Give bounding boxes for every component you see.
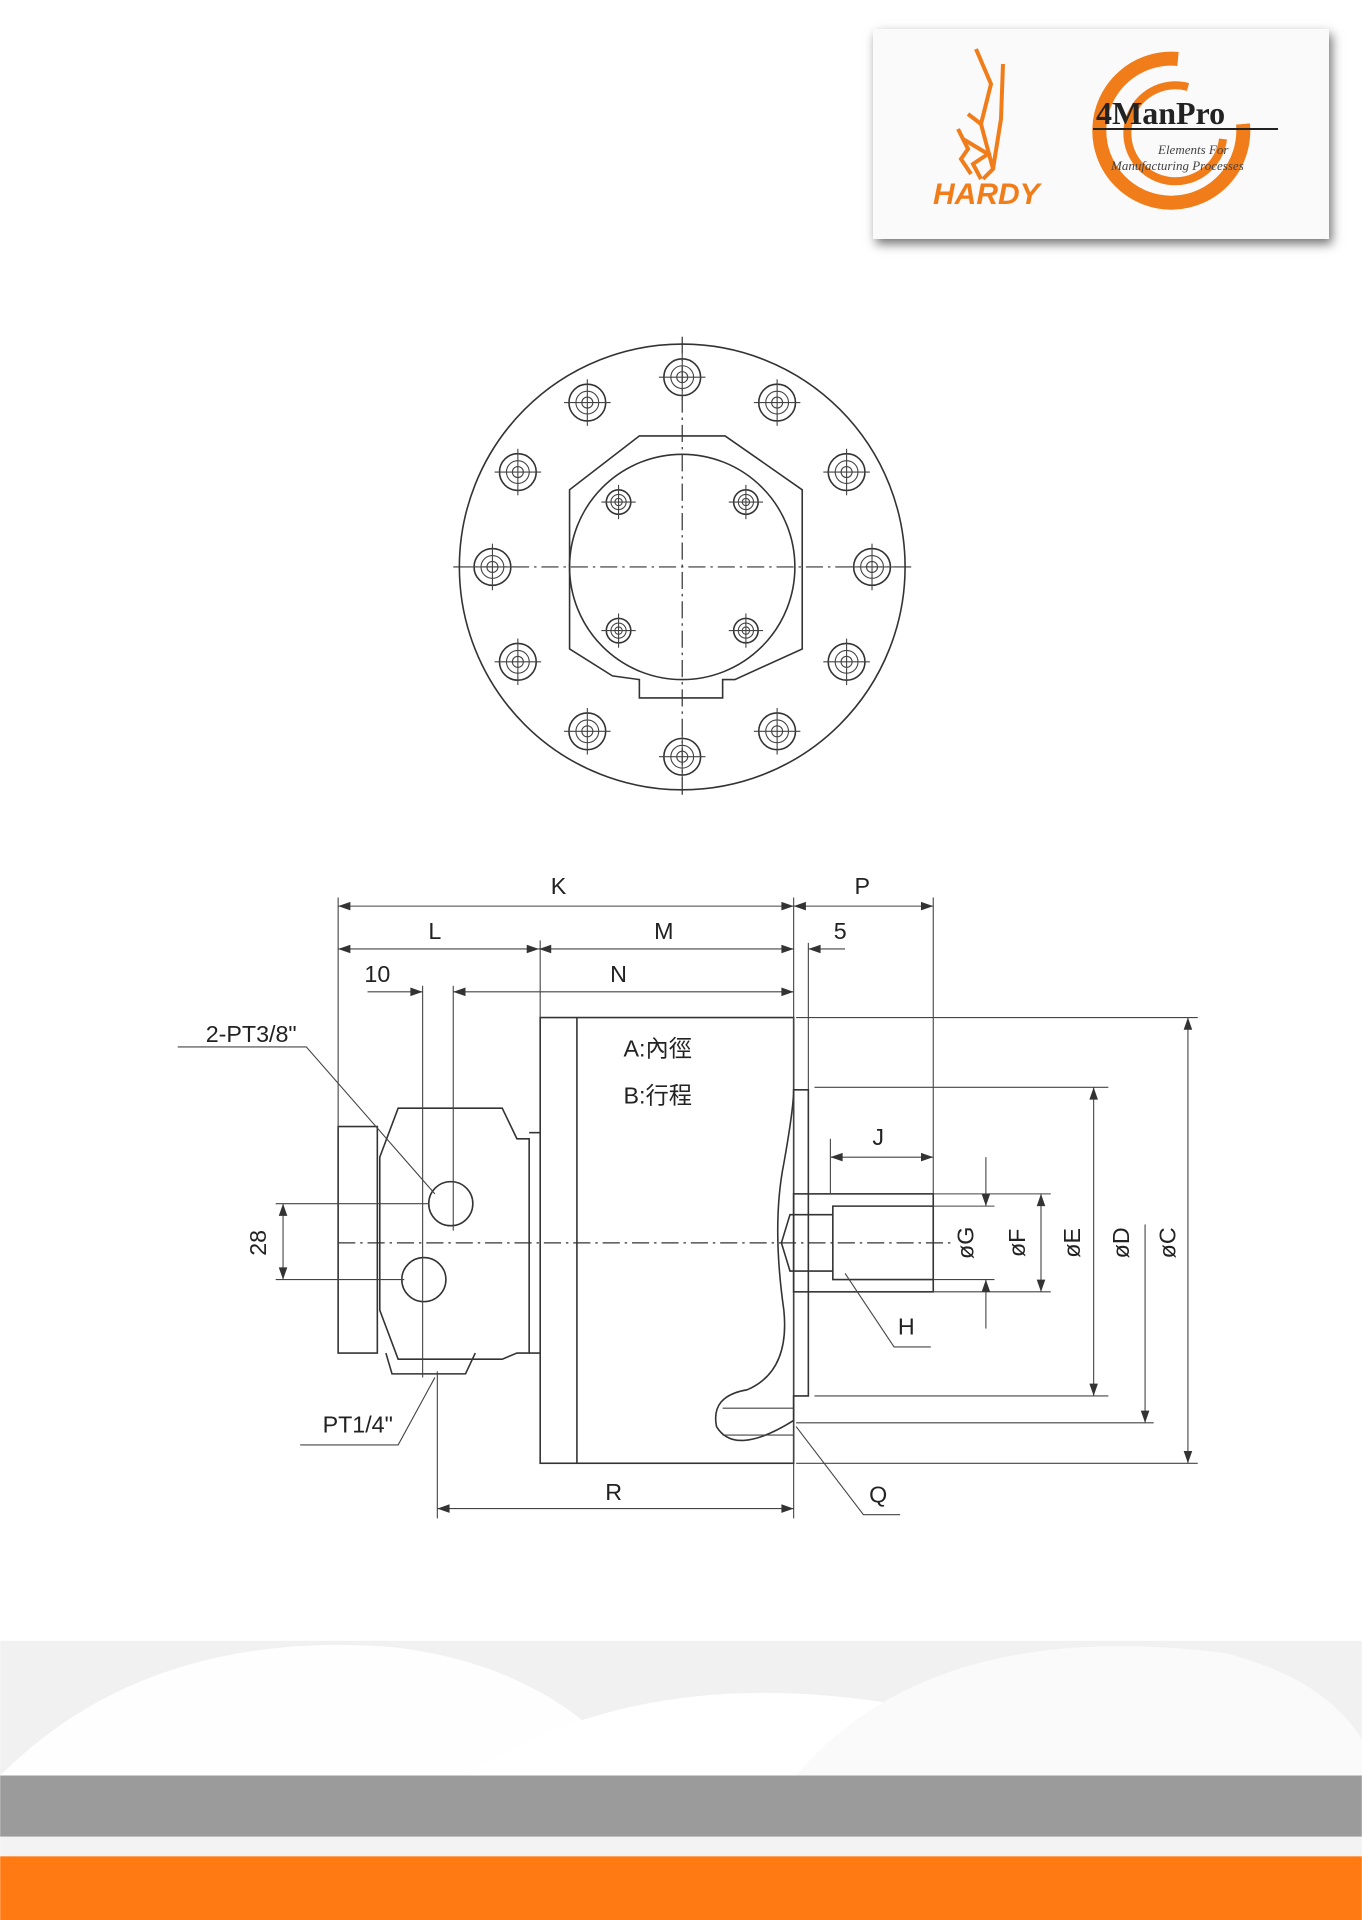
dim-label-e: øE [1059, 1228, 1085, 1258]
flange-bolt-icon [823, 448, 870, 496]
port-boss [385, 1352, 477, 1375]
bolt-group [469, 353, 896, 780]
port-hole-upper [427, 1180, 474, 1227]
head-bolt-icon [728, 613, 764, 648]
leader-h [844, 1273, 931, 1348]
dim-label-k: K [551, 873, 567, 899]
dim-label-c: øC [1155, 1227, 1181, 1258]
dim-label-l: L [428, 918, 441, 944]
dim-label-q: Q [869, 1481, 887, 1507]
side-view: K P L M 5 10 N J H Q R 2-PT3/8" PT1/4" A… [177, 873, 1198, 1519]
logo-tagline-2: Manufacturing Processes [1110, 158, 1244, 173]
bore-circle [568, 453, 796, 681]
note-bore: A:內徑 [624, 1036, 692, 1062]
port-hole-lower [401, 1256, 447, 1303]
flange-bolt-icon [494, 448, 542, 496]
port-block [378, 1107, 530, 1360]
footer-gray-bar [0, 1775, 1362, 1837]
callout-port-main: 2-PT3/8" [206, 1021, 297, 1047]
4manpro-ring-icon [1092, 51, 1251, 210]
4manpro-logo-text: 4ManPro [1096, 95, 1225, 131]
flange-bolt-icon [658, 353, 706, 401]
flange-bolt-icon [753, 379, 801, 426]
flange-bolt-icon [823, 638, 870, 686]
footer-decoration [0, 1640, 1362, 1920]
dim-label-m: M [654, 918, 673, 944]
flange-bolt-icon [469, 543, 516, 591]
hardy-logo-text: HARDY [933, 178, 1043, 211]
note-stroke: B:行程 [624, 1082, 692, 1108]
flange-bolt-icon [658, 733, 706, 780]
dim-label-5: 5 [834, 918, 847, 944]
dimension-lines [278, 901, 1193, 1513]
dim-label-g: øG [953, 1227, 979, 1259]
rear-plate [337, 1125, 379, 1354]
mount-screw-hole [722, 1407, 794, 1436]
footer-orange-bar [0, 1856, 1362, 1920]
front-flange [714, 1089, 810, 1442]
leader-port-main [177, 1046, 436, 1195]
flange-bolt-icon [564, 708, 611, 755]
dim-label-h: H [898, 1314, 915, 1340]
dim-label-n: N [610, 961, 627, 987]
dim-label-f: øF [1004, 1229, 1030, 1257]
flange-bolt-icon [494, 638, 542, 686]
callout-port-small: PT1/4" [323, 1412, 393, 1438]
leader-port-small [300, 1377, 436, 1446]
dim-label-28: 28 [245, 1230, 271, 1256]
dim-label-r: R [605, 1479, 622, 1505]
flange-bolt-icon [753, 708, 801, 755]
front-view [453, 336, 913, 799]
flange-bolt-icon [848, 543, 896, 591]
head-bolt-icon [601, 484, 636, 520]
flange-bolt-icon [564, 379, 611, 426]
dim-label-j: J [872, 1124, 884, 1150]
leader-q [795, 1426, 901, 1516]
logo-graphic: HARDY 4ManPro Elements For Manufacturing… [933, 48, 1278, 211]
head-bolt-icon [601, 613, 636, 648]
hardy-emblem-icon [956, 48, 1005, 181]
dim-label-p: P [854, 873, 870, 899]
head-bolt-icon [728, 484, 764, 520]
cylinder-head-outline [568, 435, 804, 699]
dim-label-d: øD [1108, 1227, 1134, 1258]
dim-label-10: 10 [364, 961, 390, 987]
logo-banner: HARDY 4ManPro Elements For Manufacturing… [873, 29, 1329, 239]
logo-tagline-1: Elements For [1157, 142, 1229, 157]
